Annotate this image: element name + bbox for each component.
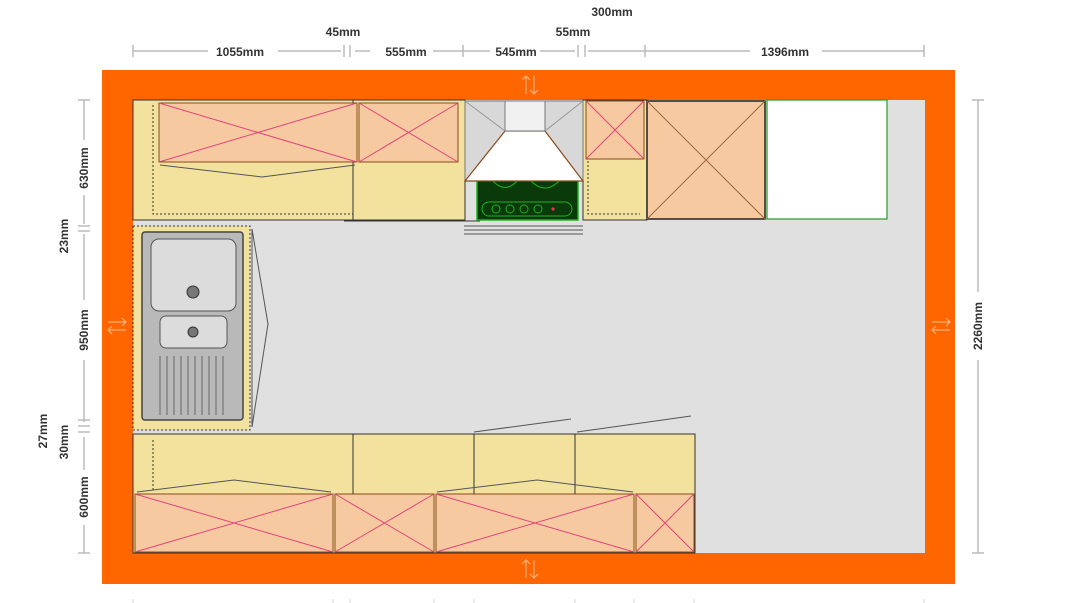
bottom-dimension-ticks bbox=[132, 599, 925, 603]
upper-cabinet bbox=[585, 100, 645, 160]
left-dimension-label: 30mm bbox=[57, 425, 71, 460]
top-cabinet-run bbox=[132, 99, 888, 235]
upper-cabinet bbox=[358, 102, 459, 163]
hood-vent-lines bbox=[464, 225, 583, 235]
top-dimension-label: 45mm bbox=[326, 25, 361, 39]
top-dimension-label: 555mm bbox=[385, 45, 426, 59]
right-dimension-label: 2260mm bbox=[971, 302, 985, 350]
top-dimension-line bbox=[132, 45, 925, 57]
fridge bbox=[766, 99, 888, 220]
upper-cabinet bbox=[635, 493, 695, 553]
tall-cabinet bbox=[646, 100, 766, 220]
left-dimension-label: 27mm bbox=[36, 414, 50, 449]
right-dimension-line bbox=[972, 99, 984, 554]
left-dimension-line bbox=[78, 99, 90, 554]
left-dimension-label: 950mm bbox=[77, 309, 91, 350]
top-dimension-label: 1396mm bbox=[761, 45, 809, 59]
left-dimension-label: 630mm bbox=[77, 147, 91, 188]
range-hood-icon bbox=[463, 100, 585, 182]
left-dimension-label: 600mm bbox=[77, 476, 91, 517]
upper-cabinet bbox=[334, 493, 435, 553]
bottom-cabinet-run bbox=[132, 415, 696, 554]
upper-cabinet bbox=[134, 493, 334, 553]
top-dimension-label: 545mm bbox=[495, 45, 536, 59]
left-dimension-label: 23mm bbox=[57, 219, 71, 254]
door-swing-arrow-icon bbox=[107, 75, 951, 579]
hob-icon bbox=[476, 177, 579, 221]
upper-cabinet bbox=[158, 102, 358, 163]
sink-icon bbox=[141, 231, 244, 421]
overall-top-dimension: 300mm bbox=[591, 5, 632, 19]
upper-cabinet bbox=[435, 493, 635, 553]
top-dimension-label: 55mm bbox=[556, 25, 591, 39]
top-dimension-label: 1055mm bbox=[216, 45, 264, 59]
